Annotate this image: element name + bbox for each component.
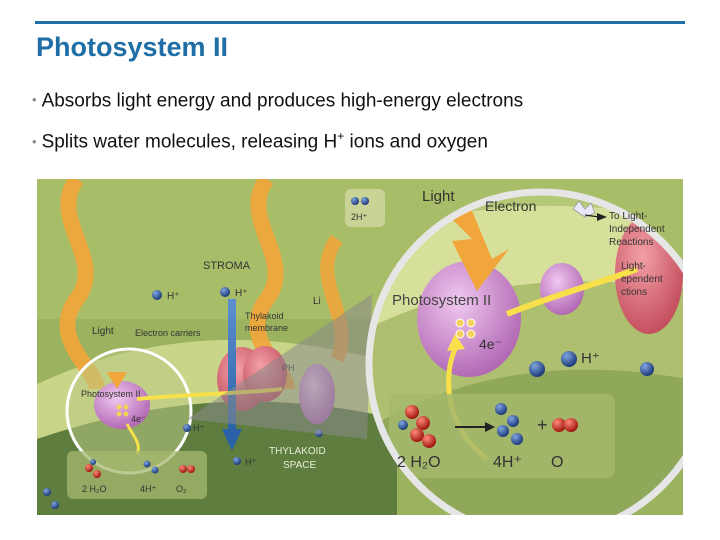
electron-path bbox=[505, 266, 639, 317]
proton-arrow bbox=[228, 299, 236, 429]
svg-text:membrane: membrane bbox=[245, 323, 288, 333]
bullet-list: •Absorbs light energy and produces high-… bbox=[32, 78, 523, 161]
svg-text:2H⁺: 2H⁺ bbox=[351, 212, 368, 222]
svg-text:4H⁺: 4H⁺ bbox=[140, 484, 157, 494]
svg-text:Independent: Independent bbox=[609, 224, 665, 235]
photosystem-illustration: STROMA H⁺ H⁺ Thylakoid membrane Light El… bbox=[37, 179, 683, 515]
arrow-icon bbox=[597, 213, 607, 221]
svg-text:SPACE: SPACE bbox=[283, 460, 316, 471]
svg-text:4H⁺: 4H⁺ bbox=[493, 454, 522, 471]
thylakoid-space-label: THYLAKOID bbox=[269, 446, 326, 457]
svg-text:H⁺: H⁺ bbox=[245, 457, 256, 467]
svg-text:H⁺: H⁺ bbox=[581, 350, 600, 367]
proton-icon bbox=[529, 361, 545, 377]
proton-icon bbox=[561, 351, 577, 367]
water-reaction-box bbox=[67, 451, 207, 499]
bullet-icon: • bbox=[32, 92, 37, 108]
thylakoid-membrane-label: Thylakoid bbox=[245, 311, 284, 321]
svg-text:Li: Li bbox=[313, 296, 321, 307]
photosystem-label-zoom: Photosystem II bbox=[392, 292, 491, 309]
light-arrow-icon bbox=[432, 199, 509, 291]
photosystem-label: Photosystem II bbox=[81, 389, 141, 399]
svg-text:To Light-: To Light- bbox=[609, 211, 647, 222]
light-label-zoom: Light bbox=[422, 188, 455, 205]
svg-text:H⁺: H⁺ bbox=[167, 291, 180, 302]
stroma-label: STROMA bbox=[203, 260, 251, 272]
arrow-head-icon bbox=[222, 429, 242, 451]
title-rule bbox=[35, 21, 685, 24]
svg-text:2 H₂O: 2 H₂O bbox=[82, 484, 107, 494]
proton-icon bbox=[233, 457, 241, 465]
zoom-ring bbox=[365, 188, 683, 515]
bullet-icon: • bbox=[32, 133, 37, 149]
electron-carriers-label: Electron carriers bbox=[135, 328, 201, 338]
bullet-item: •Absorbs light energy and produces high-… bbox=[32, 90, 524, 112]
svg-text:2 H₂O: 2 H₂O bbox=[397, 454, 441, 471]
svg-text:H⁺: H⁺ bbox=[235, 288, 248, 299]
svg-text:+: + bbox=[537, 415, 548, 435]
zoom-connector bbox=[187, 294, 372, 439]
svg-text:ctions: ctions bbox=[621, 287, 647, 298]
svg-text:O₂: O₂ bbox=[176, 484, 187, 494]
svg-text:O: O bbox=[551, 454, 563, 471]
svg-text:ependent: ependent bbox=[621, 274, 663, 285]
svg-text:Light-: Light- bbox=[621, 261, 646, 272]
photosystem-diagram: STROMA H⁺ H⁺ Thylakoid membrane Light El… bbox=[37, 179, 683, 515]
burst-icon bbox=[572, 200, 596, 218]
light-label: Light bbox=[92, 326, 114, 337]
svg-text:Reactions: Reactions bbox=[609, 237, 653, 248]
photosystem-protein bbox=[94, 381, 150, 429]
bullet-item: •Splits water molecules, releasing H+ io… bbox=[32, 129, 488, 153]
proton-icon bbox=[152, 290, 162, 300]
slide-title: Photosystem II bbox=[36, 32, 229, 62]
svg-text:4e⁻: 4e⁻ bbox=[131, 414, 146, 424]
light-arrow-icon bbox=[107, 372, 127, 389]
proton-icon bbox=[220, 287, 230, 297]
svg-text:4e⁻: 4e⁻ bbox=[479, 336, 502, 352]
svg-text:H⁺: H⁺ bbox=[193, 423, 204, 433]
electron-label-zoom: Electron bbox=[485, 198, 536, 214]
